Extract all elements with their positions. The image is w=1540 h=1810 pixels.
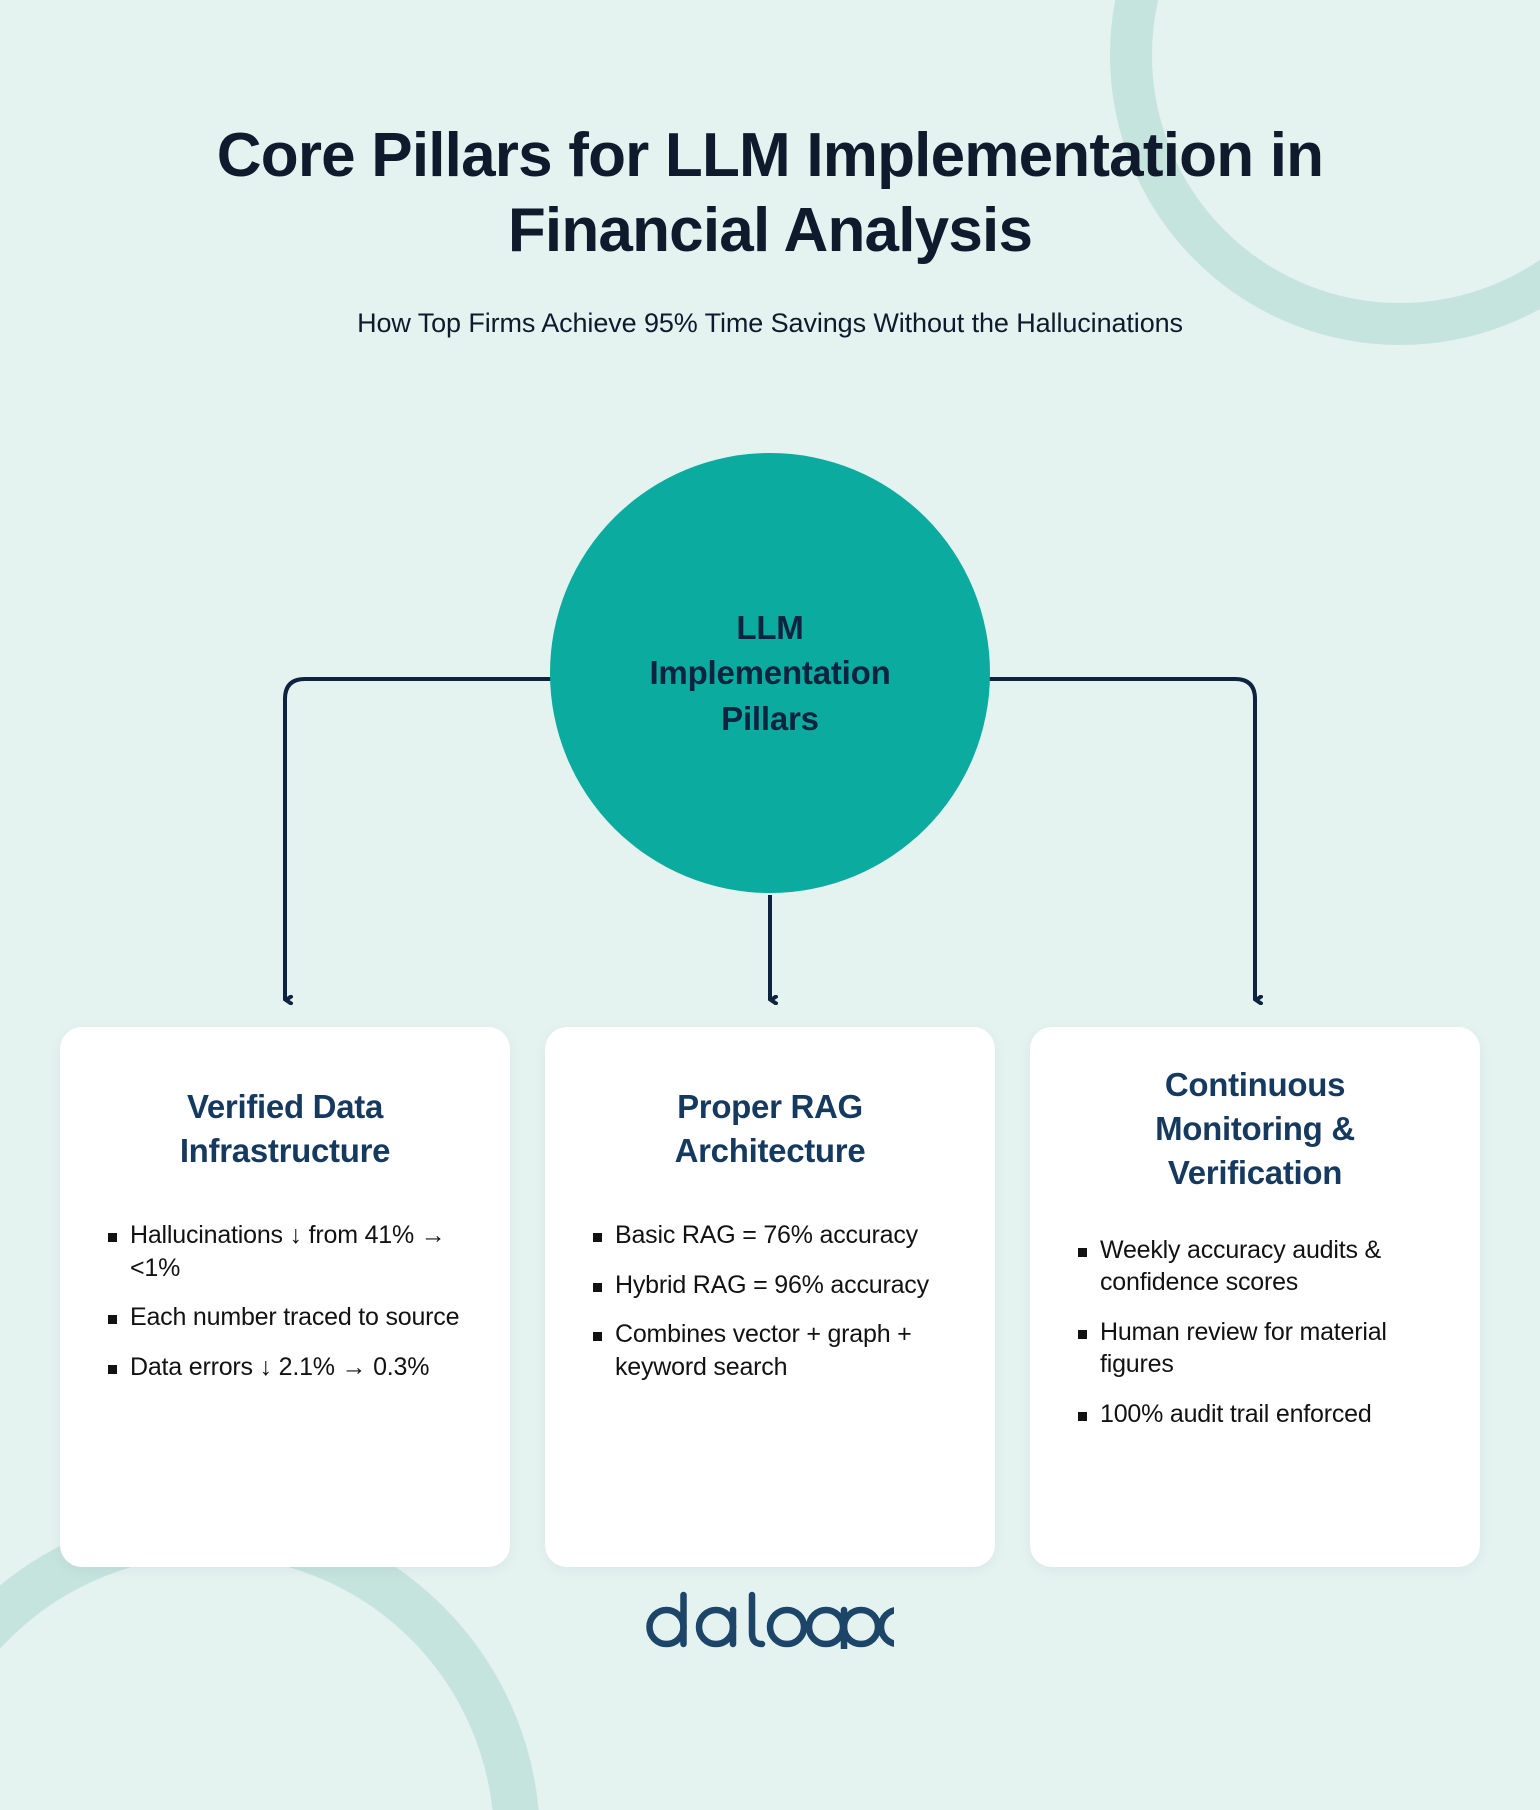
page-title: Core Pillars for LLM Implementation in F… xyxy=(216,121,1324,266)
card-bullet-list: Basic RAG = 76% accuracy Hybrid RAG = 96… xyxy=(581,1219,959,1383)
card-title: Verified Data Infrastructure xyxy=(179,1088,391,1170)
pillar-card-verified-data-infrastructure: Verified Data Infrastructure Hallucinati… xyxy=(60,1027,510,1567)
pillar-card-continuous-monitoring-verification: Continuous Monitoring & Verification Wee… xyxy=(1030,1027,1480,1567)
list-item: 100% audit trail enforced xyxy=(1074,1398,1444,1431)
card-bullet-list: Weekly accuracy audits & confidence scor… xyxy=(1066,1234,1444,1431)
list-item: Weekly accuracy audits & confidence scor… xyxy=(1074,1234,1444,1299)
list-item: Hallucinations ↓ from 41% → <1% xyxy=(104,1219,474,1284)
list-item: Human review for material figures xyxy=(1074,1316,1444,1381)
card-title: Continuous Monitoring & Verification xyxy=(1155,1066,1355,1192)
page-subtitle: How Top Firms Achieve 95% Time Savings W… xyxy=(357,308,1183,339)
daloopa-logo xyxy=(646,1587,894,1649)
card-bullet-list: Hallucinations ↓ from 41% → <1% Each num… xyxy=(96,1219,474,1383)
pillar-card-proper-rag-architecture: Proper RAG Architecture Basic RAG = 76% … xyxy=(545,1027,995,1567)
hub-circle: LLM Implementation Pillars xyxy=(550,453,990,893)
header: Core Pillars for LLM Implementation in F… xyxy=(0,118,1540,339)
daloopa-logo-mark xyxy=(646,1591,894,1649)
pillar-card-list: Verified Data Infrastructure Hallucinati… xyxy=(60,1027,1480,1567)
list-item: Combines vector + graph + keyword search xyxy=(589,1318,959,1383)
list-item: Basic RAG = 76% accuracy xyxy=(589,1219,959,1252)
list-item: Data errors ↓ 2.1% → 0.3% xyxy=(104,1351,474,1384)
card-title: Proper RAG Architecture xyxy=(674,1088,866,1170)
hub-label: LLM Implementation Pillars xyxy=(649,608,891,737)
list-item: Each number traced to source xyxy=(104,1301,474,1334)
list-item: Hybrid RAG = 96% accuracy xyxy=(589,1269,959,1302)
footer xyxy=(0,1587,1540,1654)
connector-left xyxy=(283,677,560,1000)
connector-right xyxy=(980,677,1255,1000)
